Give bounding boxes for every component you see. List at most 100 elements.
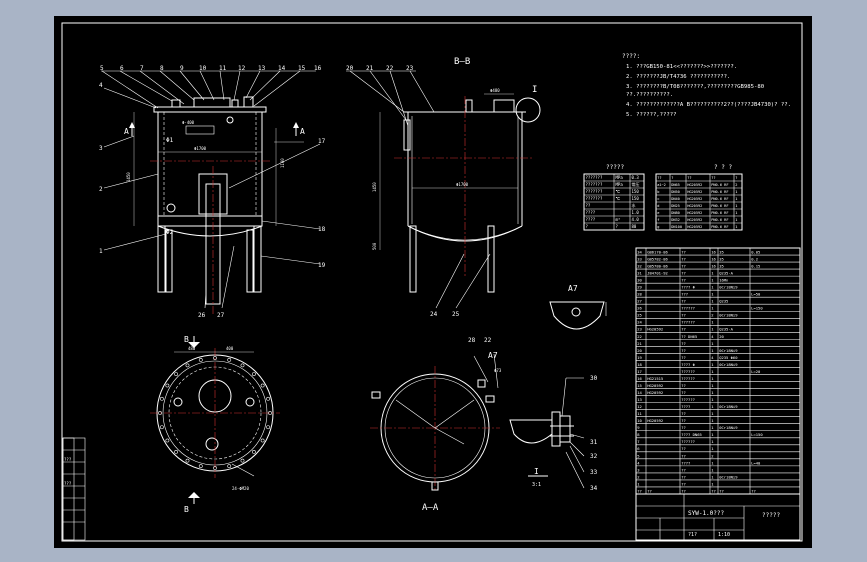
tech-req-title: ????:: [622, 53, 640, 60]
parts-list-cell: GB5780-86: [647, 263, 668, 268]
parts-list-cell: 2: [711, 313, 713, 318]
nozzle-table-cell: PN0.6 RF: [711, 218, 728, 222]
balloon-30: 30: [590, 375, 598, 382]
detail-a7-title: A7: [568, 284, 578, 293]
parts-list-cell: 7: [637, 439, 639, 444]
nozzle-table-cell: DN80: [671, 211, 680, 215]
dim-section-top: Φ480: [490, 88, 500, 93]
parts-list-cell: 1: [711, 390, 714, 395]
flange-bolt-hole: [174, 449, 179, 454]
parts-list-cell: HG21515: [647, 376, 663, 381]
nozzle-size-label: Φ-400: [182, 120, 195, 125]
parts-list-cell: 35: [719, 256, 724, 261]
parts-list-cell: 1: [711, 404, 714, 409]
parts-list-cell: 1: [711, 369, 714, 374]
parts-list-cell: 28: [637, 292, 642, 297]
parts-list-cell: 34: [637, 249, 642, 254]
nozzle-table-cell: 1: [735, 225, 737, 229]
detail-i-scale: 3:1: [532, 482, 541, 488]
dim-plan-a: 480: [188, 346, 196, 351]
parts-list-cell: 19: [637, 355, 642, 360]
design-table-cell: 水: [632, 202, 636, 208]
design-table-cell: ?: [586, 224, 589, 229]
parts-list-cell: ????: [681, 404, 690, 409]
parts-list-cell: 5: [637, 453, 639, 458]
parts-list-cell: 9: [637, 425, 640, 430]
nozzle-table-cell: ??: [687, 176, 691, 180]
flange-bolt-hole: [198, 357, 203, 362]
balloon-9: 9: [180, 65, 184, 72]
flange-bolt-hole: [251, 372, 256, 377]
nozzle-table-cell: 1: [735, 197, 737, 201]
design-table-cell: 80: [632, 224, 637, 229]
section-bb-labels: B—B 20 21 22 23 24 25 Φ1700 Φ480 1450 50…: [346, 57, 537, 318]
parts-list-cell: 33: [637, 256, 642, 261]
balloon-24: 24: [430, 311, 438, 318]
parts-list-cell: ??: [751, 488, 756, 493]
parts-list-cell: 1: [711, 411, 714, 416]
nozzle-table-cell: DN32: [671, 218, 680, 222]
nozzle-table-cell: 1: [735, 204, 737, 208]
parts-list-cell: 1: [711, 327, 714, 332]
plan-view-labels: B B 480 400 24-ΦM20: [184, 335, 249, 514]
flange-bolt-hole: [213, 466, 217, 470]
flange-bolt-hole: [227, 357, 232, 362]
parts-list-cell: 0Cr18Ni9: [719, 425, 738, 430]
nozzle-table-cell: PN0.6 RF: [711, 225, 728, 229]
parts-list-cell: 27: [637, 299, 642, 304]
balloon-22: 22: [386, 65, 394, 72]
balloon-10: 10: [199, 65, 207, 72]
detail-i-marker: I: [532, 85, 537, 95]
nozzle-table-cell: HG20592: [687, 183, 702, 187]
dim-section-width: Φ1700: [456, 182, 469, 187]
balloon-19: 19: [318, 262, 326, 269]
parts-list-cell: HG20592: [647, 390, 663, 395]
parts-list-cell: 1: [711, 292, 714, 297]
parts-list-cell: ???? DN65: [681, 432, 702, 437]
plan-view: [150, 336, 280, 504]
balloon-21: 21: [366, 65, 374, 72]
nozzle-table-cell: ??: [657, 176, 661, 180]
parts-list-cell: 16: [711, 249, 716, 254]
parts-list-cell: 1: [711, 481, 714, 486]
parts-list-cell: ??: [681, 263, 686, 268]
parts-list-cell: 14: [637, 390, 642, 395]
nozzle-table-cell: ?: [735, 176, 737, 180]
dim-aux-height: 1100: [280, 158, 285, 168]
balloon-1: 1: [99, 248, 103, 255]
parts-list-cell: ??: [681, 418, 686, 423]
balloon-26: 26: [198, 312, 206, 319]
parts-list-cell: 0Cr18Ni9: [719, 362, 738, 367]
parts-list-cell: ??: [681, 249, 686, 254]
section-aa-labels: A—A 28 22 A7 Φ73: [422, 337, 502, 513]
detail-a7-view: A7: [549, 284, 607, 330]
dim-bottom-height: 500: [372, 242, 377, 250]
parts-list-cell: ??????: [681, 369, 695, 374]
parts-list-cell: ??: [681, 313, 686, 318]
balloon-34: 34: [590, 485, 598, 492]
technical-requirements: ????: 1. ???GB150-81<<???????>>???????. …: [622, 53, 791, 118]
nozzle-table-cell: DN100: [671, 225, 682, 229]
parts-list-cell: 0Cr18Ni9: [719, 404, 738, 409]
section-aa-view: [370, 353, 500, 491]
sheet-count: ?1?: [688, 532, 697, 538]
parts-list-cell: 1: [711, 376, 714, 381]
nozzle-table-cell: 1: [735, 190, 737, 194]
flange-bolt-hole: [240, 458, 245, 463]
balloon-11: 11: [219, 65, 227, 72]
design-table-cell: ℃: [616, 189, 621, 194]
parts-list-cell: HG20592: [647, 327, 663, 332]
parts-list-cell: 1: [637, 481, 640, 486]
parts-list-cell: 1: [711, 383, 714, 388]
parts-list-cell: 1: [711, 418, 714, 423]
cut-label-a-right: A: [300, 127, 305, 136]
balloon-16: 16: [314, 65, 322, 72]
parts-list-cell: 1: [711, 299, 714, 304]
parts-list-cell: ??: [681, 256, 686, 261]
nozzle-table-cell: ?: [671, 176, 673, 180]
balloon-3: 3: [99, 145, 103, 152]
parts-list-cell: ??????: [681, 306, 695, 311]
parts-list-cell: ???: [681, 292, 688, 297]
